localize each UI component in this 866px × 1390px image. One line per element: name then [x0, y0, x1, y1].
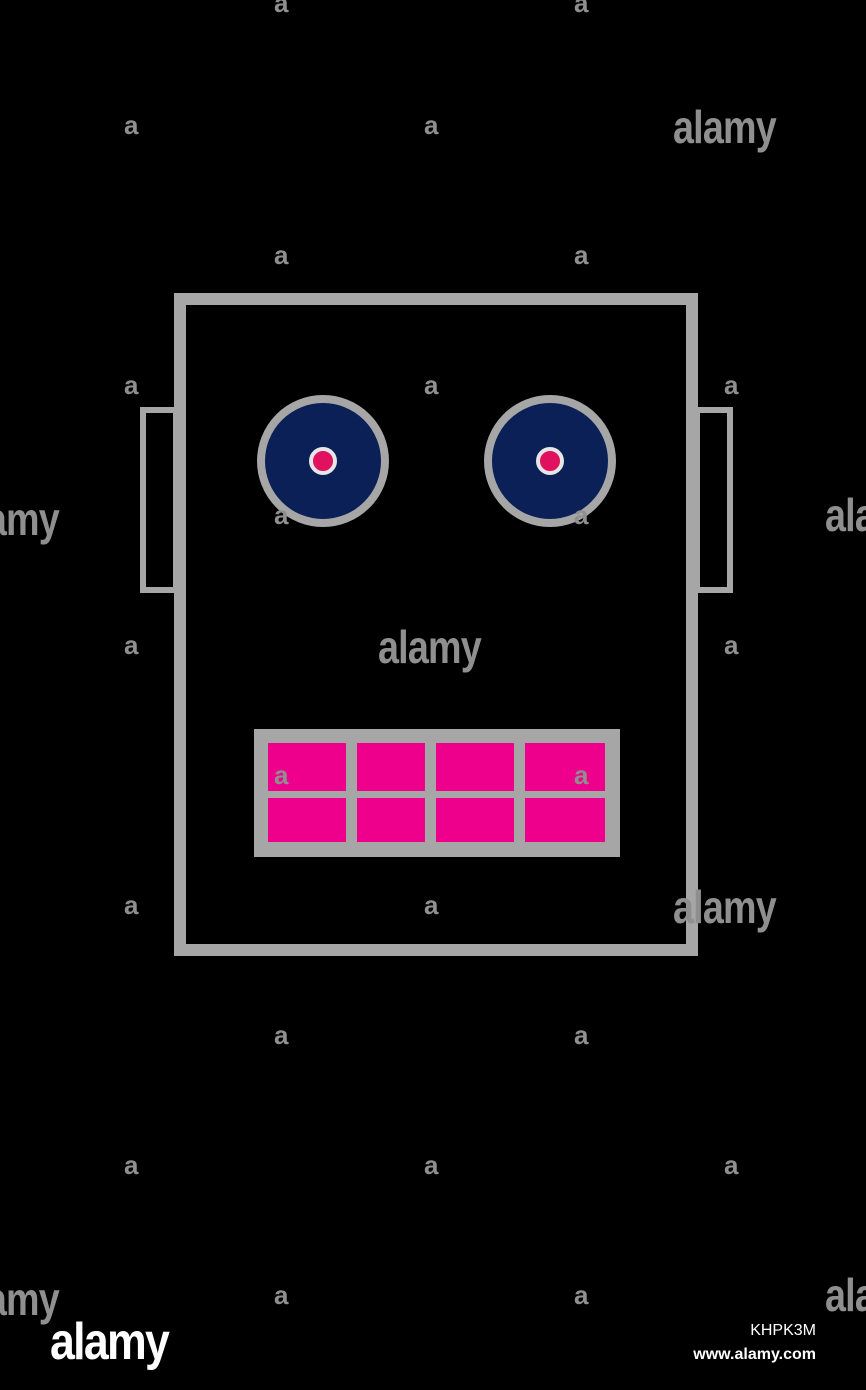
watermark-letter: a: [574, 760, 589, 790]
watermark-word: alamy: [0, 1273, 60, 1325]
watermark-letter: a: [424, 370, 439, 400]
mouth-teeth: [268, 743, 605, 842]
tooth: [436, 798, 514, 842]
watermark-word: alamy: [825, 489, 866, 541]
tooth: [525, 798, 605, 842]
watermark-letter: a: [424, 1150, 439, 1180]
tooth: [357, 743, 425, 791]
watermark-word: alamy: [0, 493, 60, 545]
watermark-letter: a: [574, 1020, 589, 1050]
watermark-letter: a: [124, 110, 139, 140]
image-id: KHPK3M: [750, 1322, 816, 1339]
footer-logo: alamy: [50, 1313, 170, 1371]
tooth: [268, 743, 346, 791]
watermark-letter: a: [424, 890, 439, 920]
watermark-letter: a: [574, 1280, 589, 1310]
watermark-letter: a: [574, 0, 589, 18]
watermark-letter: a: [124, 630, 139, 660]
watermark-word: alamy: [673, 101, 777, 153]
watermark-word: alamy: [825, 1269, 866, 1321]
tooth: [525, 743, 605, 791]
right-ear: [694, 407, 733, 593]
watermark-letter: a: [274, 240, 289, 270]
watermark-letter: a: [124, 1150, 139, 1180]
watermark-letter: a: [124, 370, 139, 400]
footer-url: www.alamy.com: [693, 1346, 816, 1363]
right-eye-pupil: [536, 447, 564, 475]
left-ear: [140, 407, 179, 593]
tooth: [268, 798, 346, 842]
watermark-word: alamy: [673, 881, 777, 933]
watermark-letter: a: [424, 110, 439, 140]
watermark-letter: a: [724, 1150, 739, 1180]
watermark-letter: a: [274, 0, 289, 18]
watermark-letter: a: [274, 1020, 289, 1050]
watermark-letter: a: [724, 630, 739, 660]
watermark-letter: a: [274, 760, 289, 790]
watermark-letter: a: [574, 240, 589, 270]
watermark-letter: a: [574, 500, 589, 530]
watermark-letter: a: [274, 1280, 289, 1310]
watermark-word: alamy: [378, 621, 482, 673]
left-eye-pupil: [309, 447, 337, 475]
watermark-letter: a: [274, 500, 289, 530]
tooth: [436, 743, 514, 791]
watermark-letter: a: [124, 890, 139, 920]
watermark-letter: a: [724, 370, 739, 400]
tooth: [357, 798, 425, 842]
